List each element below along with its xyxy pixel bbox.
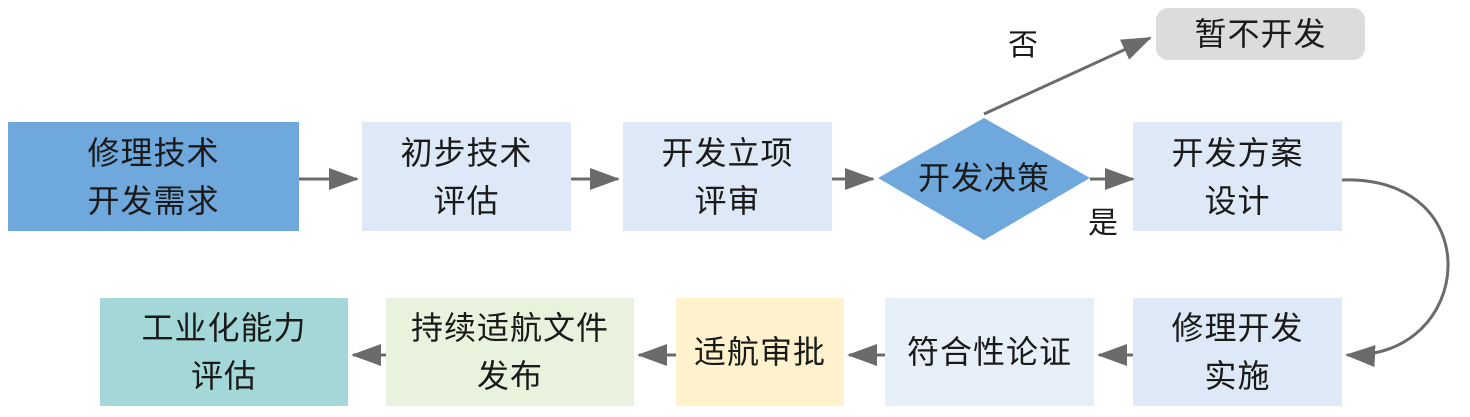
diamond-development-decision: [878, 118, 1090, 240]
node-label: 适航审批: [693, 333, 826, 371]
box-no-development: [1156, 8, 1365, 60]
box-repair-implementation: [1133, 298, 1342, 406]
box-development-demand: [8, 122, 299, 231]
node-repair-implementation: 修理开发 实施: [1133, 298, 1342, 406]
node-airworthiness-approval: 适航审批: [676, 298, 844, 406]
box-project-review: [623, 122, 832, 231]
box-preliminary-evaluation: [362, 122, 571, 231]
node-no-development: 暂不开发: [1156, 8, 1365, 60]
node-compliance-demonstration: 符合性论证: [885, 298, 1094, 406]
box-airworthiness-approval: [676, 298, 844, 406]
node-label: 持续适航文件 发布: [410, 309, 609, 395]
node-label: 修理技术 开发需求: [87, 133, 220, 220]
node-label: 开发方案 设计: [1171, 133, 1304, 220]
box-compliance-demonstration: [885, 298, 1094, 406]
node-scheme-design: 开发方案 设计: [1133, 122, 1342, 231]
node-label: 符合性论证: [906, 333, 1072, 371]
node-label: 工业化能力 评估: [141, 309, 307, 395]
node-preliminary-evaluation: 初步技术 评估: [362, 122, 571, 231]
arrow-decision-to-nodev: [983, 36, 1152, 116]
node-development-demand: 修理技术 开发需求: [8, 122, 299, 231]
node-label: 修理开发 实施: [1171, 309, 1304, 395]
node-label: 暂不开发: [1194, 15, 1327, 53]
box-scheme-design: [1133, 122, 1342, 231]
node-label: 开发立项 评审: [661, 133, 794, 220]
edge-label-no: 否: [1008, 28, 1038, 63]
box-document-publication: [386, 298, 634, 406]
arrow-design-to-impl: [1341, 178, 1450, 368]
edge-label-yes: 是: [1088, 206, 1118, 241]
node-label: 开发决策: [917, 159, 1050, 197]
node-project-review: 开发立项 评审: [623, 122, 832, 231]
node-document-publication: 持续适航文件 发布: [386, 298, 634, 406]
node-industrialization-evaluation: 工业化能力 评估: [100, 298, 348, 406]
node-development-decision: 开发决策: [878, 140, 1090, 216]
box-industrialization-evaluation: [100, 298, 348, 406]
node-label: 初步技术 评估: [400, 133, 533, 220]
